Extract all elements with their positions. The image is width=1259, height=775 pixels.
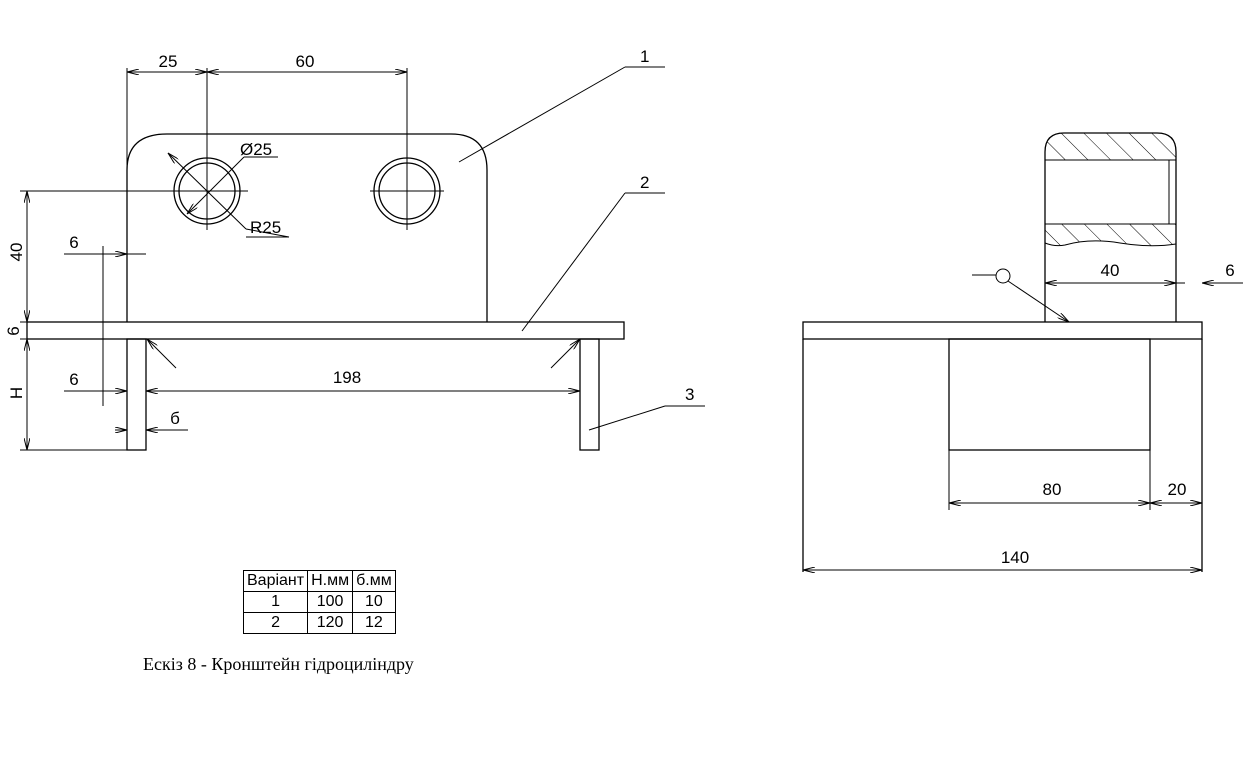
figure-caption: Ескіз 8 - Кронштейн гідроциліндру [143,654,414,674]
side-leg [948,338,1151,451]
table-cell: 2 [242,612,309,634]
dim-25: 25 [159,52,178,71]
side-dim-80: 80 [1043,480,1062,499]
callout-1: 1 [640,47,649,66]
bracket-ear-outline [126,133,488,322]
side-body [802,339,1203,572]
side-dim-6: 6 [1225,261,1234,280]
front-view: 25 60 Ø25 R25 40 6 H 6 6 198 б [4,47,705,451]
callout-3: 3 [685,385,694,404]
dim-6-left-bottom: 6 [69,370,78,389]
side-dim-140: 140 [1001,548,1029,567]
table-cell: 100 [307,591,354,613]
dim-198: 198 [333,368,361,387]
table-cell: 12 [352,612,396,634]
dim-6-plate: 6 [4,326,23,335]
table-header-row: Варіант Н.мм б.мм [242,570,396,592]
leg-left [126,338,147,451]
dim-40: 40 [7,243,26,262]
table-row: 1 100 10 [242,591,396,613]
table-row: 2 120 12 [242,612,396,634]
table-cell: 10 [352,591,396,613]
table-header-delta: б.мм [352,570,396,592]
variant-table: Варіант Н.мм б.мм 1 100 10 2 120 12 [242,570,396,634]
dim-H: H [7,387,26,399]
base-plate [26,321,625,340]
dim-60: 60 [296,52,315,71]
side-base-plate [802,321,1203,340]
side-dim-20: 20 [1168,480,1187,499]
table-cell: 1 [242,591,309,613]
dim-radius-25: R25 [250,218,281,237]
table-header-variant: Варіант [242,570,309,592]
table-cell: 120 [307,612,354,634]
side-ear-outline [1044,132,1177,322]
table-header-h: Н.мм [307,570,354,592]
dim-6-left-top: 6 [69,233,78,252]
callout-2: 2 [640,173,649,192]
side-view: 40 6 80 20 140 [802,132,1243,572]
dim-delta: б [170,409,180,428]
leg-right [579,338,600,451]
dim-diameter-25: Ø25 [240,140,272,159]
side-dim-40: 40 [1101,261,1120,280]
